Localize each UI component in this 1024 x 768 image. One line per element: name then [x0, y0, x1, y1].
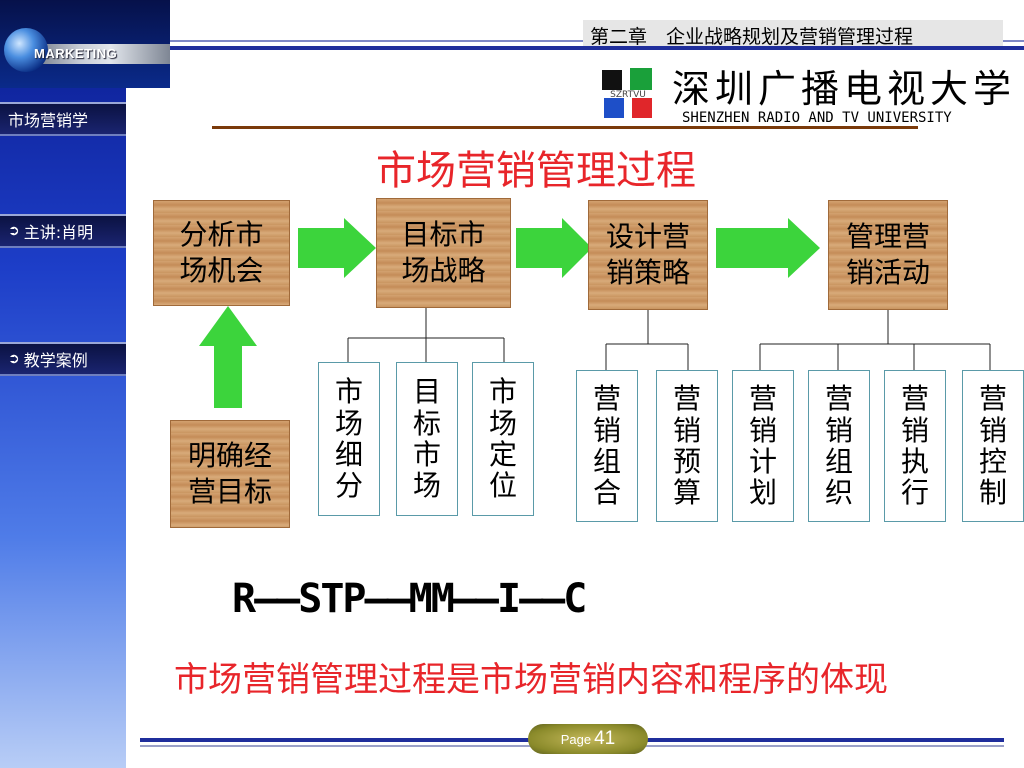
child-box-char: 组: [824, 445, 853, 478]
child-box-char: 市: [412, 438, 441, 471]
child-box-char: 织: [824, 476, 853, 510]
child-box-char: 销: [900, 413, 929, 447]
stage-line: 设计营: [605, 219, 690, 253]
university-name-cn: 深圳广播电视大学: [672, 67, 1017, 111]
child-box-char: 执: [900, 445, 929, 478]
marketing-logo: MARKETING: [0, 0, 170, 88]
summary-text: 市场营销管理过程是市场营销内容和程序的体现: [174, 660, 888, 700]
page-title: 市场营销管理过程: [376, 148, 696, 194]
child-box-char: 组: [592, 445, 621, 478]
child-box-strategy-1: 营销预算: [656, 370, 718, 522]
child-box-char: 营: [824, 382, 853, 416]
child-box-char: 营: [748, 382, 777, 416]
child-box-char: 营: [900, 382, 929, 416]
child-box-char: 预: [672, 445, 701, 478]
stage-define-objectives: 明确经 营目标: [170, 420, 290, 528]
child-box-char: 市: [488, 375, 517, 409]
logo-abbrev: SZRTVU: [610, 90, 646, 100]
child-box-char: 营: [672, 382, 701, 416]
child-box-char: 销: [592, 413, 621, 447]
stage-line: 场战略: [401, 254, 486, 287]
page-indicator: Page 41: [528, 724, 648, 754]
child-box-char: 分: [334, 469, 363, 503]
child-box-char: 销: [672, 413, 701, 447]
sidebar-item-label: 市场营销学: [8, 111, 89, 130]
child-box-char: 场: [412, 469, 441, 503]
arrow-right-1: [298, 218, 376, 278]
stage-line: 管理营: [845, 219, 930, 253]
child-box-char: 计: [748, 445, 777, 478]
arrow-up: [199, 306, 257, 408]
child-box-char: 市: [334, 375, 363, 409]
sidebar-item-course[interactable]: 市场营销学: [0, 102, 126, 136]
arrow-right-2: [516, 218, 592, 278]
arrow-circle-icon: ➲: [8, 223, 20, 239]
title-rule: [212, 126, 918, 129]
stage-line: 场机会: [179, 254, 264, 287]
page-number: 41: [594, 728, 616, 749]
sidebar-item-lecturer[interactable]: ➲ 主讲:肖明: [0, 214, 126, 248]
header-rule: [170, 46, 1024, 50]
child-box-char: 场: [334, 406, 363, 440]
chapter-box: [583, 20, 1003, 46]
stage-design-strategy: 设计营 销策略: [588, 200, 708, 310]
university-name-en: SHENZHEN RADIO AND TV UNIVERSITY: [682, 110, 952, 126]
logo-band: [20, 44, 170, 64]
child-box-management-0: 营销计划: [732, 370, 794, 522]
child-box-char: 标: [412, 406, 441, 440]
child-box-char: 目: [412, 375, 441, 409]
child-box-management-2: 营销执行: [884, 370, 946, 522]
child-box-management-3: 营销控制: [962, 370, 1024, 522]
child-box-char: 销: [748, 413, 777, 447]
child-box-char: 定: [488, 438, 517, 471]
logo-text: MARKETING: [34, 46, 118, 61]
child-box-char: 位: [488, 469, 517, 503]
child-box-char: 制: [978, 476, 1007, 510]
child-box-target-1: 目标市场: [396, 362, 458, 516]
sidebar-item-label: 教学案例: [23, 351, 88, 370]
stage-line: 销活动: [845, 256, 930, 289]
child-box-char: 合: [592, 476, 621, 510]
stage-line: 销策略: [605, 256, 690, 289]
globe-icon: [4, 28, 48, 72]
stage-line: 营目标: [187, 475, 272, 508]
stage-manage-activities: 管理营 销活动: [828, 200, 948, 310]
child-box-char: 算: [672, 476, 701, 510]
child-box-char: 控: [978, 445, 1007, 478]
chapter-title: 第二章 企业战略规划及营销管理过程: [590, 26, 914, 48]
child-box-target-0: 市场细分: [318, 362, 380, 516]
stage-target-market-strategy: 目标市 场战略: [376, 198, 511, 308]
university-logo-icon: SZRTVU: [602, 68, 652, 118]
child-box-strategy-0: 营销组合: [576, 370, 638, 522]
stage-line: 目标市: [401, 217, 486, 251]
child-box-target-2: 市场定位: [472, 362, 534, 516]
process-formula: R——STP——MM——I——C: [232, 576, 587, 622]
child-box-char: 营: [978, 382, 1007, 416]
stage-analyze-opportunities: 分析市 场机会: [153, 200, 290, 306]
stage-line: 明确经: [187, 438, 272, 472]
child-box-char: 销: [978, 413, 1007, 447]
page-label: Page: [560, 731, 592, 747]
child-box-char: 行: [900, 476, 929, 510]
arrow-circle-icon: ➲: [8, 351, 20, 367]
sidebar-item-cases[interactable]: ➲ 教学案例: [0, 342, 126, 376]
child-box-char: 细: [334, 438, 363, 471]
child-box-char: 营: [592, 382, 621, 416]
child-box-char: 划: [748, 476, 777, 510]
child-box-management-1: 营销组织: [808, 370, 870, 522]
child-box-char: 场: [488, 406, 517, 440]
sidebar-item-label: 主讲:肖明: [23, 223, 94, 242]
arrow-right-3: [716, 218, 820, 278]
child-box-char: 销: [824, 413, 853, 447]
stage-line: 分析市: [179, 217, 264, 251]
